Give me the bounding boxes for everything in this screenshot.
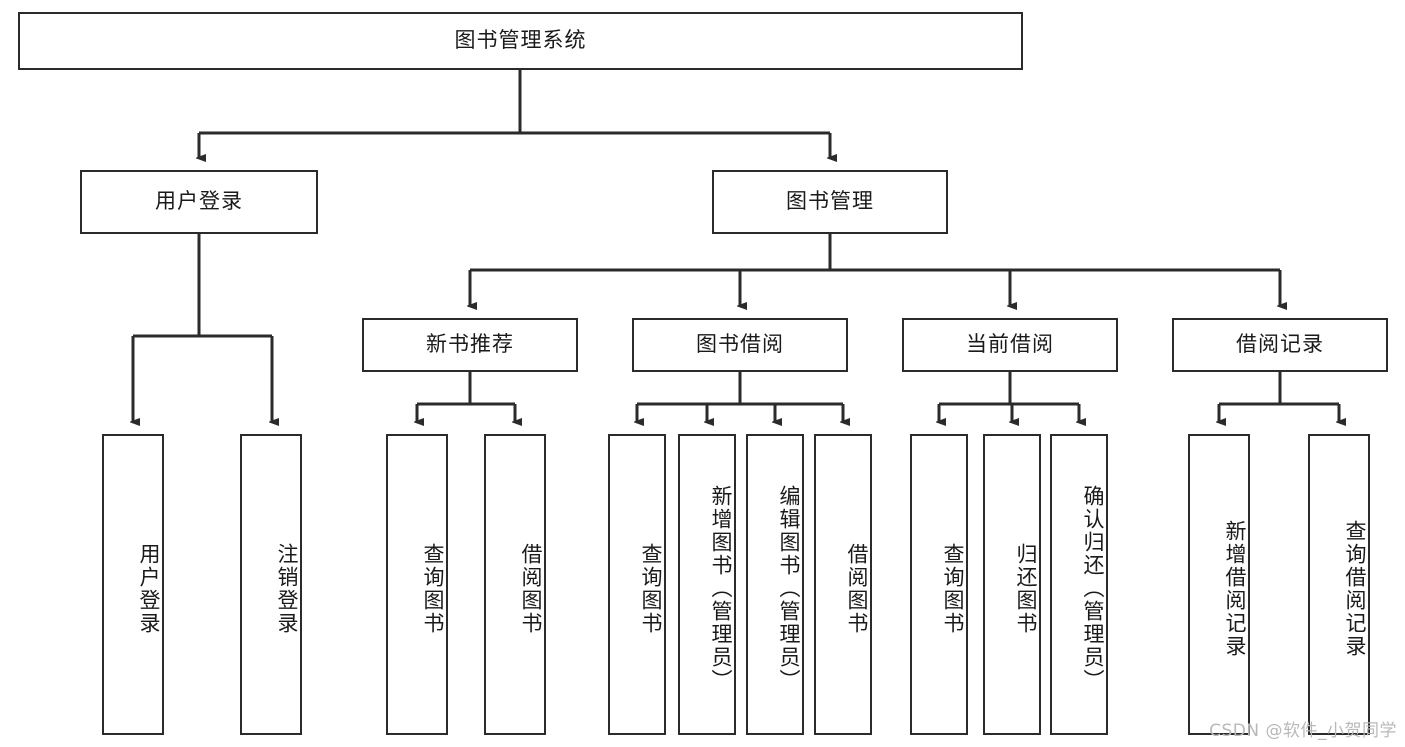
- node-leaf-label: 归还图书: [1014, 542, 1038, 635]
- node-leaf-10[interactable]: 确认归还（管理员）: [1050, 434, 1108, 735]
- node-level1-label: 图书管理: [786, 189, 874, 214]
- node-leaf-label: 查询图书: [639, 542, 663, 635]
- node-leaf-3[interactable]: 借阅图书: [484, 434, 546, 735]
- node-level2-2[interactable]: 当前借阅: [902, 318, 1118, 372]
- node-leaf-label: 新增图书（管理员）: [709, 485, 733, 692]
- node-leaf-label: 查询借阅记录: [1343, 519, 1367, 658]
- node-leaf-0[interactable]: 用户登录: [102, 434, 164, 735]
- node-leaf-label: 查询图书: [421, 542, 445, 635]
- node-leaf-6[interactable]: 编辑图书（管理员）: [746, 434, 804, 735]
- node-level2-3[interactable]: 借阅记录: [1172, 318, 1388, 372]
- node-leaf-label: 借阅图书: [519, 542, 543, 635]
- node-level2-label: 借阅记录: [1236, 332, 1324, 357]
- node-level2-label: 当前借阅: [966, 332, 1054, 357]
- node-leaf-5[interactable]: 新增图书（管理员）: [678, 434, 736, 735]
- node-level2-1[interactable]: 图书借阅: [632, 318, 848, 372]
- node-leaf-label: 借阅图书: [845, 542, 869, 635]
- node-root[interactable]: 图书管理系统: [18, 12, 1023, 70]
- node-leaf-label: 新增借阅记录: [1223, 519, 1247, 658]
- node-leaf-label: 注销登录: [275, 542, 299, 635]
- node-leaf-11[interactable]: 新增借阅记录: [1188, 434, 1250, 735]
- node-level2-label: 图书借阅: [696, 332, 784, 357]
- node-level2-label: 新书推荐: [426, 332, 514, 357]
- node-leaf-1[interactable]: 注销登录: [240, 434, 302, 735]
- node-leaf-12[interactable]: 查询借阅记录: [1308, 434, 1370, 735]
- node-leaf-label: 编辑图书（管理员）: [777, 485, 801, 692]
- node-leaf-2[interactable]: 查询图书: [386, 434, 448, 735]
- node-leaf-4[interactable]: 查询图书: [608, 434, 666, 735]
- node-level1-label: 用户登录: [155, 189, 243, 214]
- node-level2-0[interactable]: 新书推荐: [362, 318, 578, 372]
- node-leaf-label: 查询图书: [941, 542, 965, 635]
- node-leaf-9[interactable]: 归还图书: [983, 434, 1041, 735]
- node-leaf-label: 确认归还（管理员）: [1081, 485, 1105, 692]
- node-root-label: 图书管理系统: [454, 28, 587, 53]
- node-leaf-label: 用户登录: [137, 542, 161, 635]
- node-leaf-7[interactable]: 借阅图书: [814, 434, 872, 735]
- watermark: CSDN @软件_小贺同学: [1209, 721, 1397, 741]
- node-level1-1[interactable]: 图书管理: [712, 170, 948, 234]
- node-level1-0[interactable]: 用户登录: [80, 170, 318, 234]
- node-leaf-8[interactable]: 查询图书: [910, 434, 968, 735]
